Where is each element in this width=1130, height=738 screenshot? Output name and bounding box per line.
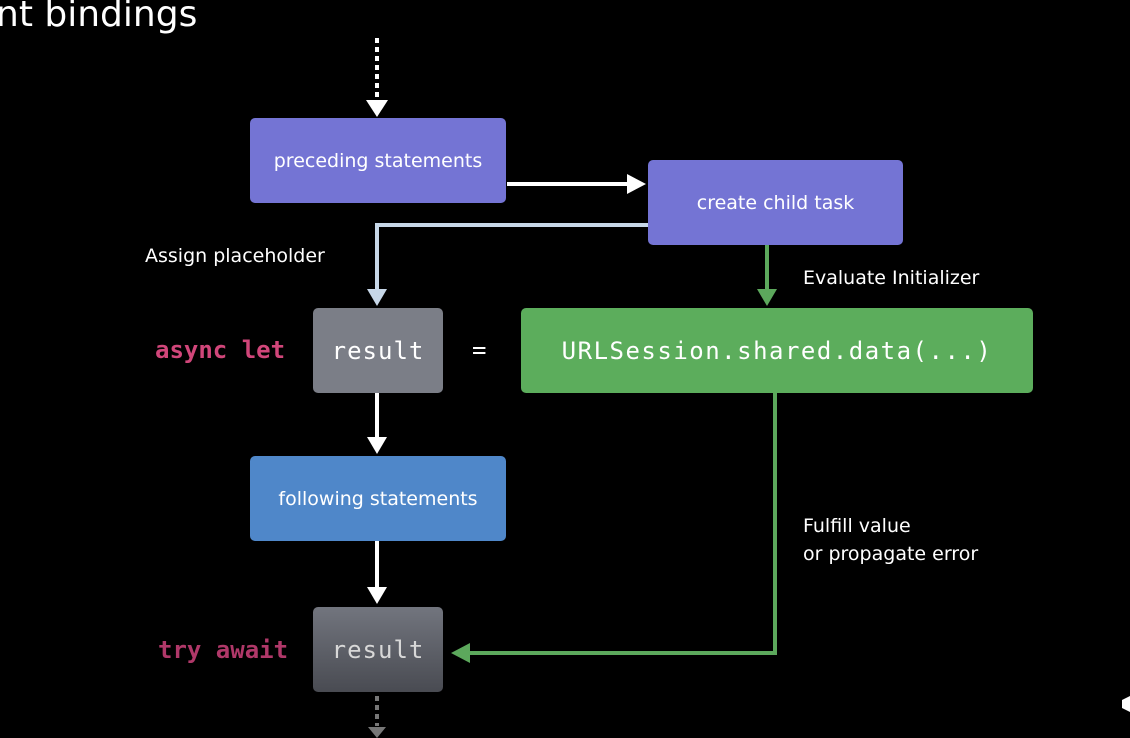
- arrow-to-await-result: [367, 541, 387, 604]
- outgoing-dotted-arrow: [368, 696, 386, 738]
- propagate-error-label: or propagate error: [803, 543, 979, 565]
- arrow-to-following-statements: [367, 393, 387, 454]
- try-await-keyword: try await: [158, 636, 289, 664]
- preceding-statements-box: preceding statements: [250, 118, 506, 203]
- arrow-evaluate-initializer: [757, 245, 777, 306]
- incoming-dotted-arrow: [366, 38, 388, 117]
- slide-title: nt bindings: [0, 0, 198, 35]
- initializer-box: URLSession.shared.data(...): [521, 308, 1033, 393]
- async-let-keyword: async let: [155, 336, 286, 364]
- result-variable-box: result: [313, 308, 443, 393]
- create-child-task-box: create child task: [648, 160, 903, 245]
- arrow-to-create-child-task: [507, 174, 646, 194]
- equals-sign: =: [472, 336, 487, 364]
- following-statements-box: following statements: [250, 456, 506, 541]
- await-result-box: result: [313, 607, 443, 692]
- assign-placeholder-label: Assign placeholder: [145, 245, 325, 267]
- fulfill-value-label: Fulfill value: [803, 515, 911, 537]
- evaluate-initializer-label: Evaluate Initializer: [803, 267, 980, 289]
- edge-artifact: [1122, 696, 1130, 712]
- arrow-fulfill-value: [451, 393, 777, 663]
- arrow-assign-placeholder: [367, 223, 648, 306]
